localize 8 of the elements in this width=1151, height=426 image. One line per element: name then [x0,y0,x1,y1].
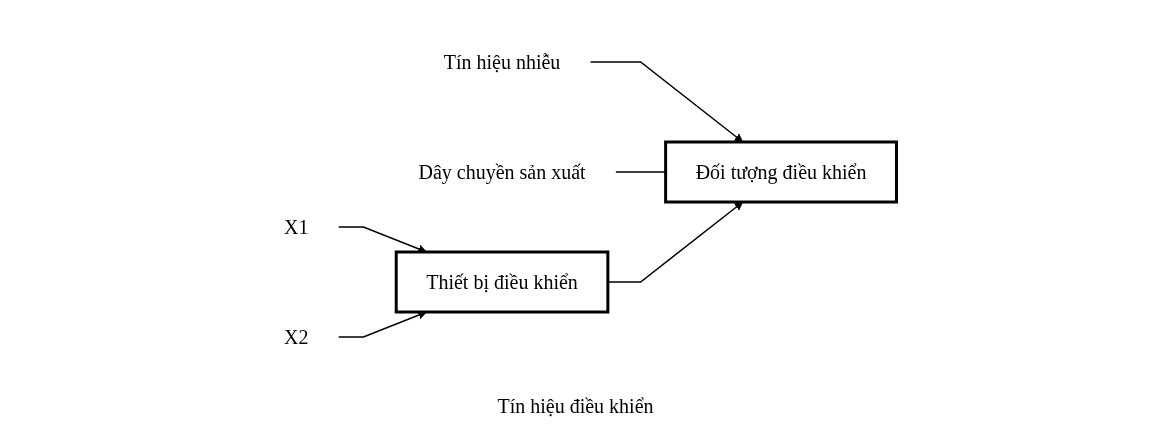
node-text: Tín hiệu nhiễu [443,51,561,73]
node-text: Dây chuyền sản xuất [418,161,586,183]
arrow [589,61,744,143]
node-text: X2 [284,326,309,348]
node-text: X1 [284,216,309,238]
node-box: Thiết bị điều khiển [395,250,610,314]
node-box: Đối tượng điều khiển [664,140,899,204]
signal-label: Tín hiệu điều khiển [497,395,654,417]
